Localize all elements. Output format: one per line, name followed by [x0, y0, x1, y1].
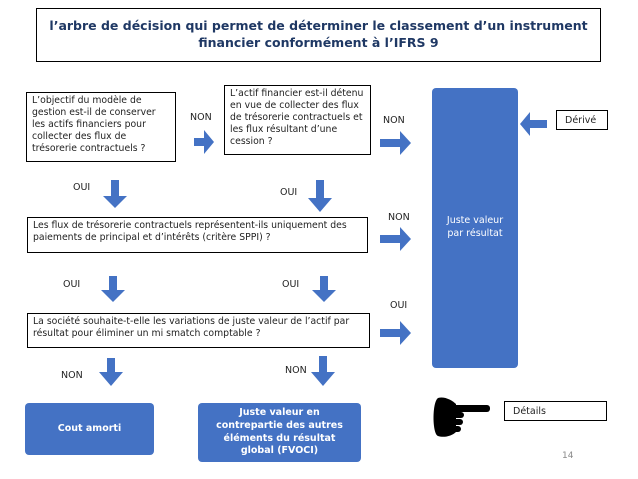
pointing-hand-icon [433, 397, 490, 437]
label-non-q2: NON [383, 115, 405, 126]
label-non-q1: NON [190, 112, 212, 123]
result-amortised-cost: Cout amorti [25, 403, 154, 455]
page-title-text: l’arbre de décision qui permet de déterm… [49, 18, 588, 50]
derivative-tag: Dérivé [556, 110, 608, 130]
arrow-down-q4-non-left [99, 358, 123, 386]
details-tag-label: Détails [513, 405, 546, 417]
label-oui-q3-left: OUI [63, 279, 81, 290]
question-box-collect-and-sell: L’actif financier est-il détenu en vue d… [224, 85, 371, 155]
question-text-business-model: L’objectif du modèle de gestion est-il d… [32, 95, 156, 154]
page-title: l’arbre de décision qui permet de déterm… [36, 8, 601, 62]
label-oui-q4: OUI [390, 300, 408, 311]
result-fvoci: Juste valeur en contrepartie des autres … [198, 403, 361, 462]
arrow-down-q1-oui [103, 180, 127, 208]
arrow-right-q2-non [380, 131, 411, 155]
question-box-sppi: Les flux de trésorerie contractuels repr… [27, 217, 368, 253]
details-tag[interactable]: Détails [504, 401, 607, 421]
arrow-down-q3-oui-left [101, 276, 125, 302]
result-fvoci-label: Juste valeur en contrepartie des autres … [216, 406, 343, 457]
question-text-fair-value-option: La société souhaite-t-elle les variation… [33, 316, 350, 339]
question-text-collect-and-sell: L’actif financier est-il détenu en vue d… [230, 88, 364, 147]
page-number: 14 [562, 451, 574, 461]
label-oui-q1: OUI [73, 182, 91, 193]
result-amortised-cost-label: Cout amorti [57, 422, 122, 434]
arrow-right-q3-non [380, 227, 411, 251]
label-non-q4-right: NON [285, 365, 307, 376]
result-fvpl-label: Juste valeur par résultat [446, 215, 504, 239]
label-non-q3: NON [388, 212, 410, 223]
arrow-right-q4-oui [380, 321, 411, 345]
derivative-tag-label: Dérivé [565, 114, 597, 126]
question-box-business-model: L’objectif du modèle de gestion est-il d… [26, 92, 176, 162]
question-box-fair-value-option: La société souhaite-t-elle les variation… [27, 313, 370, 348]
arrow-right-q1-non [194, 130, 214, 154]
arrow-left-derive [520, 112, 547, 136]
label-oui-q2: OUI [280, 187, 298, 198]
result-fair-value-through-profit-or-loss: Juste valeur par résultat [432, 88, 518, 368]
arrow-down-q2-oui [308, 180, 332, 212]
arrow-down-q4-non-right [311, 356, 335, 386]
label-non-q4-left: NON [61, 370, 83, 381]
question-text-sppi: Les flux de trésorerie contractuels repr… [33, 220, 347, 243]
label-oui-q3-right: OUI [282, 279, 300, 290]
arrow-down-q3-oui-right [312, 276, 336, 302]
